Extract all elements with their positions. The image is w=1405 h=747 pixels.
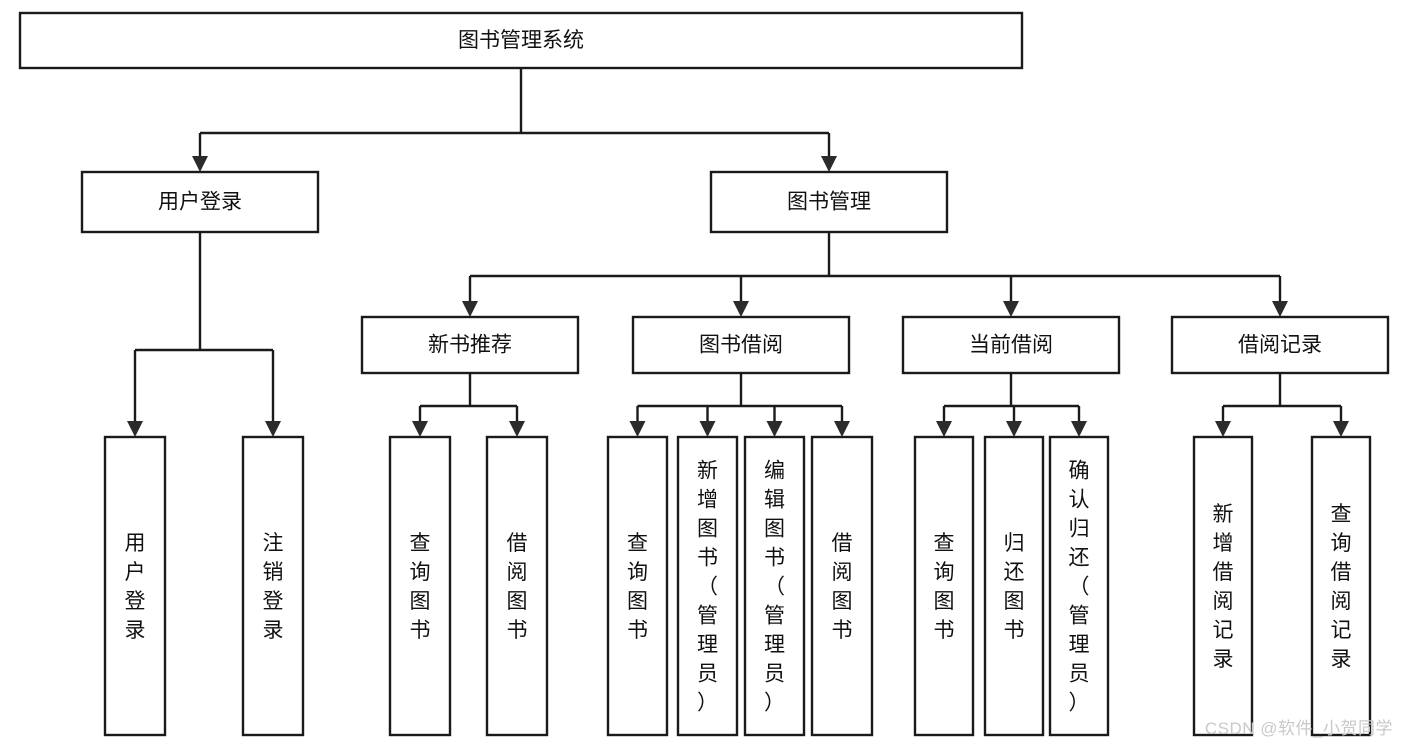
node-label-return-book: 归还图书 [1004, 532, 1025, 642]
node-box-query-book-bb [606, 435, 669, 737]
book-management-to-borrow-record-arrowhead [1272, 301, 1288, 317]
connectors-layer [127, 68, 1349, 437]
node-label-user-logout: 注销登录 [263, 532, 284, 642]
borrow-record-to-add-borrow-record-arrowhead [1215, 421, 1231, 437]
new-book-recommend-to-query-book-nbr-arrowhead [412, 421, 428, 437]
node-box-confirm-return-admin [1048, 435, 1110, 737]
node-label-query-book-cb: 查询图书 [934, 532, 955, 642]
book-management-to-current-borrow-arrowhead [1003, 301, 1019, 317]
node-query-book-cb[interactable]: 查询图书 [913, 435, 975, 737]
current-borrow-to-confirm-return-admin-arrowhead [1071, 421, 1087, 437]
node-label-borrow-book-nbr: 借阅图书 [507, 532, 528, 642]
node-box-book-borrow [631, 315, 851, 375]
node-box-borrow-book-nbr [485, 435, 549, 737]
node-new-book-recommend[interactable]: 新书推荐 [360, 315, 580, 375]
node-box-book-management [709, 170, 949, 234]
root-to-book-management-arrowhead [821, 156, 837, 172]
node-book-borrow[interactable]: 图书借阅 [631, 315, 851, 375]
node-query-book-bb[interactable]: 查询图书 [606, 435, 669, 737]
node-label-new-book-recommend: 新书推荐 [428, 334, 512, 357]
root-to-user-login-arrowhead [192, 156, 208, 172]
book-borrow-to-borrow-book-bb-arrowhead [834, 421, 850, 437]
node-user-logout[interactable]: 注销登录 [241, 435, 305, 737]
nodes-layer: 图书管理系统用户登录用户登录注销登录图书管理新书推荐查询图书借阅图书图书借阅查询… [18, 11, 1390, 737]
node-box-borrow-record [1170, 315, 1390, 375]
node-box-root [18, 11, 1024, 70]
node-add-book-admin[interactable]: 新增图书（管理员） [676, 435, 739, 737]
node-box-user-login-do [103, 435, 167, 737]
node-box-user-logout [241, 435, 305, 737]
book-borrow-to-edit-book-admin-arrowhead [766, 421, 783, 437]
node-label-user-login: 用户登录 [158, 191, 242, 214]
node-book-management[interactable]: 图书管理 [709, 170, 949, 234]
node-add-borrow-record[interactable]: 新增借阅记录 [1192, 435, 1254, 737]
book-borrow-to-query-book-bb-arrowhead [629, 421, 646, 437]
node-borrow-book-nbr[interactable]: 借阅图书 [485, 435, 549, 737]
node-label-user-login-do: 用户登录 [125, 532, 146, 642]
borrow-record-to-query-borrow-record-arrowhead [1333, 421, 1349, 437]
node-borrow-record[interactable]: 借阅记录 [1170, 315, 1390, 375]
node-label-current-borrow: 当前借阅 [969, 334, 1053, 357]
node-box-user-login [80, 170, 320, 234]
node-box-add-borrow-record [1192, 435, 1254, 737]
node-label-query-book-nbr: 查询图书 [410, 532, 431, 642]
node-user-login-do[interactable]: 用户登录 [103, 435, 167, 737]
node-current-borrow[interactable]: 当前借阅 [901, 315, 1121, 375]
node-edit-book-admin[interactable]: 编辑图书（管理员） [743, 435, 806, 737]
current-borrow-to-return-book-arrowhead [1006, 421, 1022, 437]
node-box-edit-book-admin [743, 435, 806, 737]
node-confirm-return-admin[interactable]: 确认归还（管理员） [1048, 435, 1110, 737]
node-box-current-borrow [901, 315, 1121, 375]
current-borrow-to-query-book-cb-arrowhead [936, 421, 952, 437]
node-label-query-borrow-record: 查询借阅记录 [1331, 503, 1352, 671]
node-box-borrow-book-bb [810, 435, 874, 737]
book-management-to-book-borrow-arrowhead [733, 301, 749, 317]
user-login-to-user-logout-arrowhead [265, 421, 281, 437]
node-label-borrow-record: 借阅记录 [1238, 334, 1322, 357]
node-label-add-borrow-record: 新增借阅记录 [1213, 503, 1234, 671]
node-box-query-borrow-record [1310, 435, 1372, 737]
node-box-return-book [983, 435, 1045, 737]
node-box-add-book-admin [676, 435, 739, 737]
node-return-book[interactable]: 归还图书 [983, 435, 1045, 737]
node-label-book-borrow: 图书借阅 [699, 334, 783, 357]
node-borrow-book-bb[interactable]: 借阅图书 [810, 435, 874, 737]
node-box-new-book-recommend [360, 315, 580, 375]
node-label-root: 图书管理系统 [458, 29, 584, 52]
node-user-login[interactable]: 用户登录 [80, 170, 320, 234]
node-label-edit-book-admin: 编辑图书（管理员） [764, 460, 785, 715]
node-box-query-book-cb [913, 435, 975, 737]
new-book-recommend-to-borrow-book-nbr-arrowhead [509, 421, 525, 437]
node-label-add-book-admin: 新增图书（管理员） [697, 460, 718, 715]
book-management-to-new-book-recommend-arrowhead [462, 301, 478, 317]
node-root[interactable]: 图书管理系统 [18, 11, 1024, 70]
node-label-book-management: 图书管理 [787, 191, 871, 214]
node-label-confirm-return-admin: 确认归还（管理员） [1069, 460, 1090, 715]
book-borrow-to-add-book-admin-arrowhead [699, 421, 716, 437]
node-query-book-nbr[interactable]: 查询图书 [388, 435, 452, 737]
node-label-borrow-book-bb: 借阅图书 [832, 532, 853, 642]
node-label-query-book-bb: 查询图书 [627, 532, 648, 642]
node-box-query-book-nbr [388, 435, 452, 737]
user-login-to-user-login-do-arrowhead [127, 421, 143, 437]
node-query-borrow-record[interactable]: 查询借阅记录 [1310, 435, 1372, 737]
